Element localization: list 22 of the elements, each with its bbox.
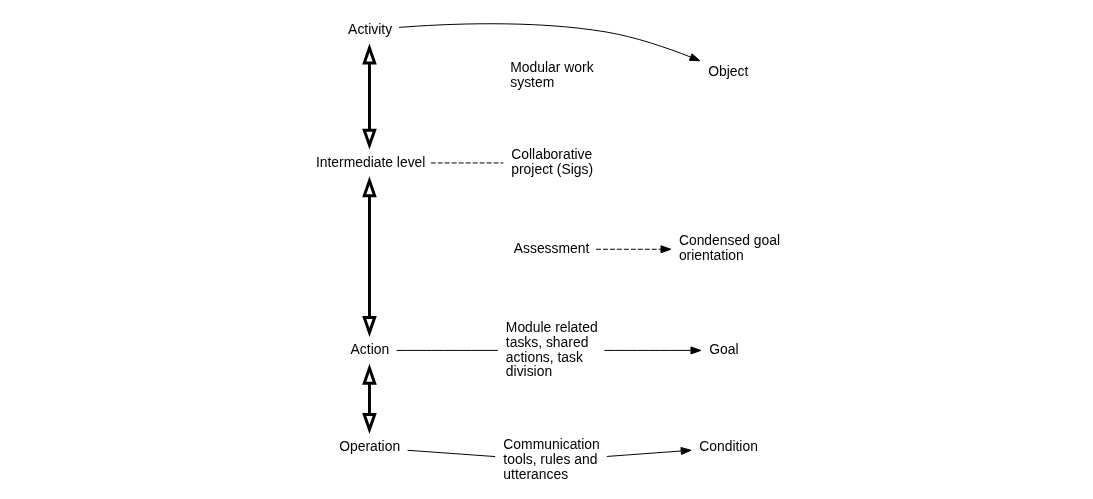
arrow <box>606 447 692 457</box>
node-text: Condensed goal orientation <box>678 232 780 264</box>
node-text: Action <box>350 341 390 358</box>
arrow <box>362 176 377 337</box>
label: Modular work system <box>510 58 594 90</box>
node-text: Activity <box>348 20 393 37</box>
connector <box>407 449 496 458</box>
arrow <box>604 346 702 355</box>
node-text: Condition <box>699 438 758 455</box>
arrow <box>595 245 672 254</box>
connector <box>396 349 499 351</box>
node-text: Goal <box>709 341 739 358</box>
node-text: Intermediate level <box>315 153 426 170</box>
node-text: Communication tools, rules and utterances <box>503 436 600 483</box>
arrow <box>398 23 701 62</box>
node-text: Module related tasks, shared actions, task division <box>505 318 598 380</box>
arrow <box>362 363 377 434</box>
node-text: Collaborative project (Sigs) <box>511 146 594 178</box>
node-text: Operation <box>339 438 401 455</box>
node-text: Object <box>708 63 749 80</box>
node-text: Assessment <box>513 239 590 256</box>
arrow <box>362 43 377 150</box>
